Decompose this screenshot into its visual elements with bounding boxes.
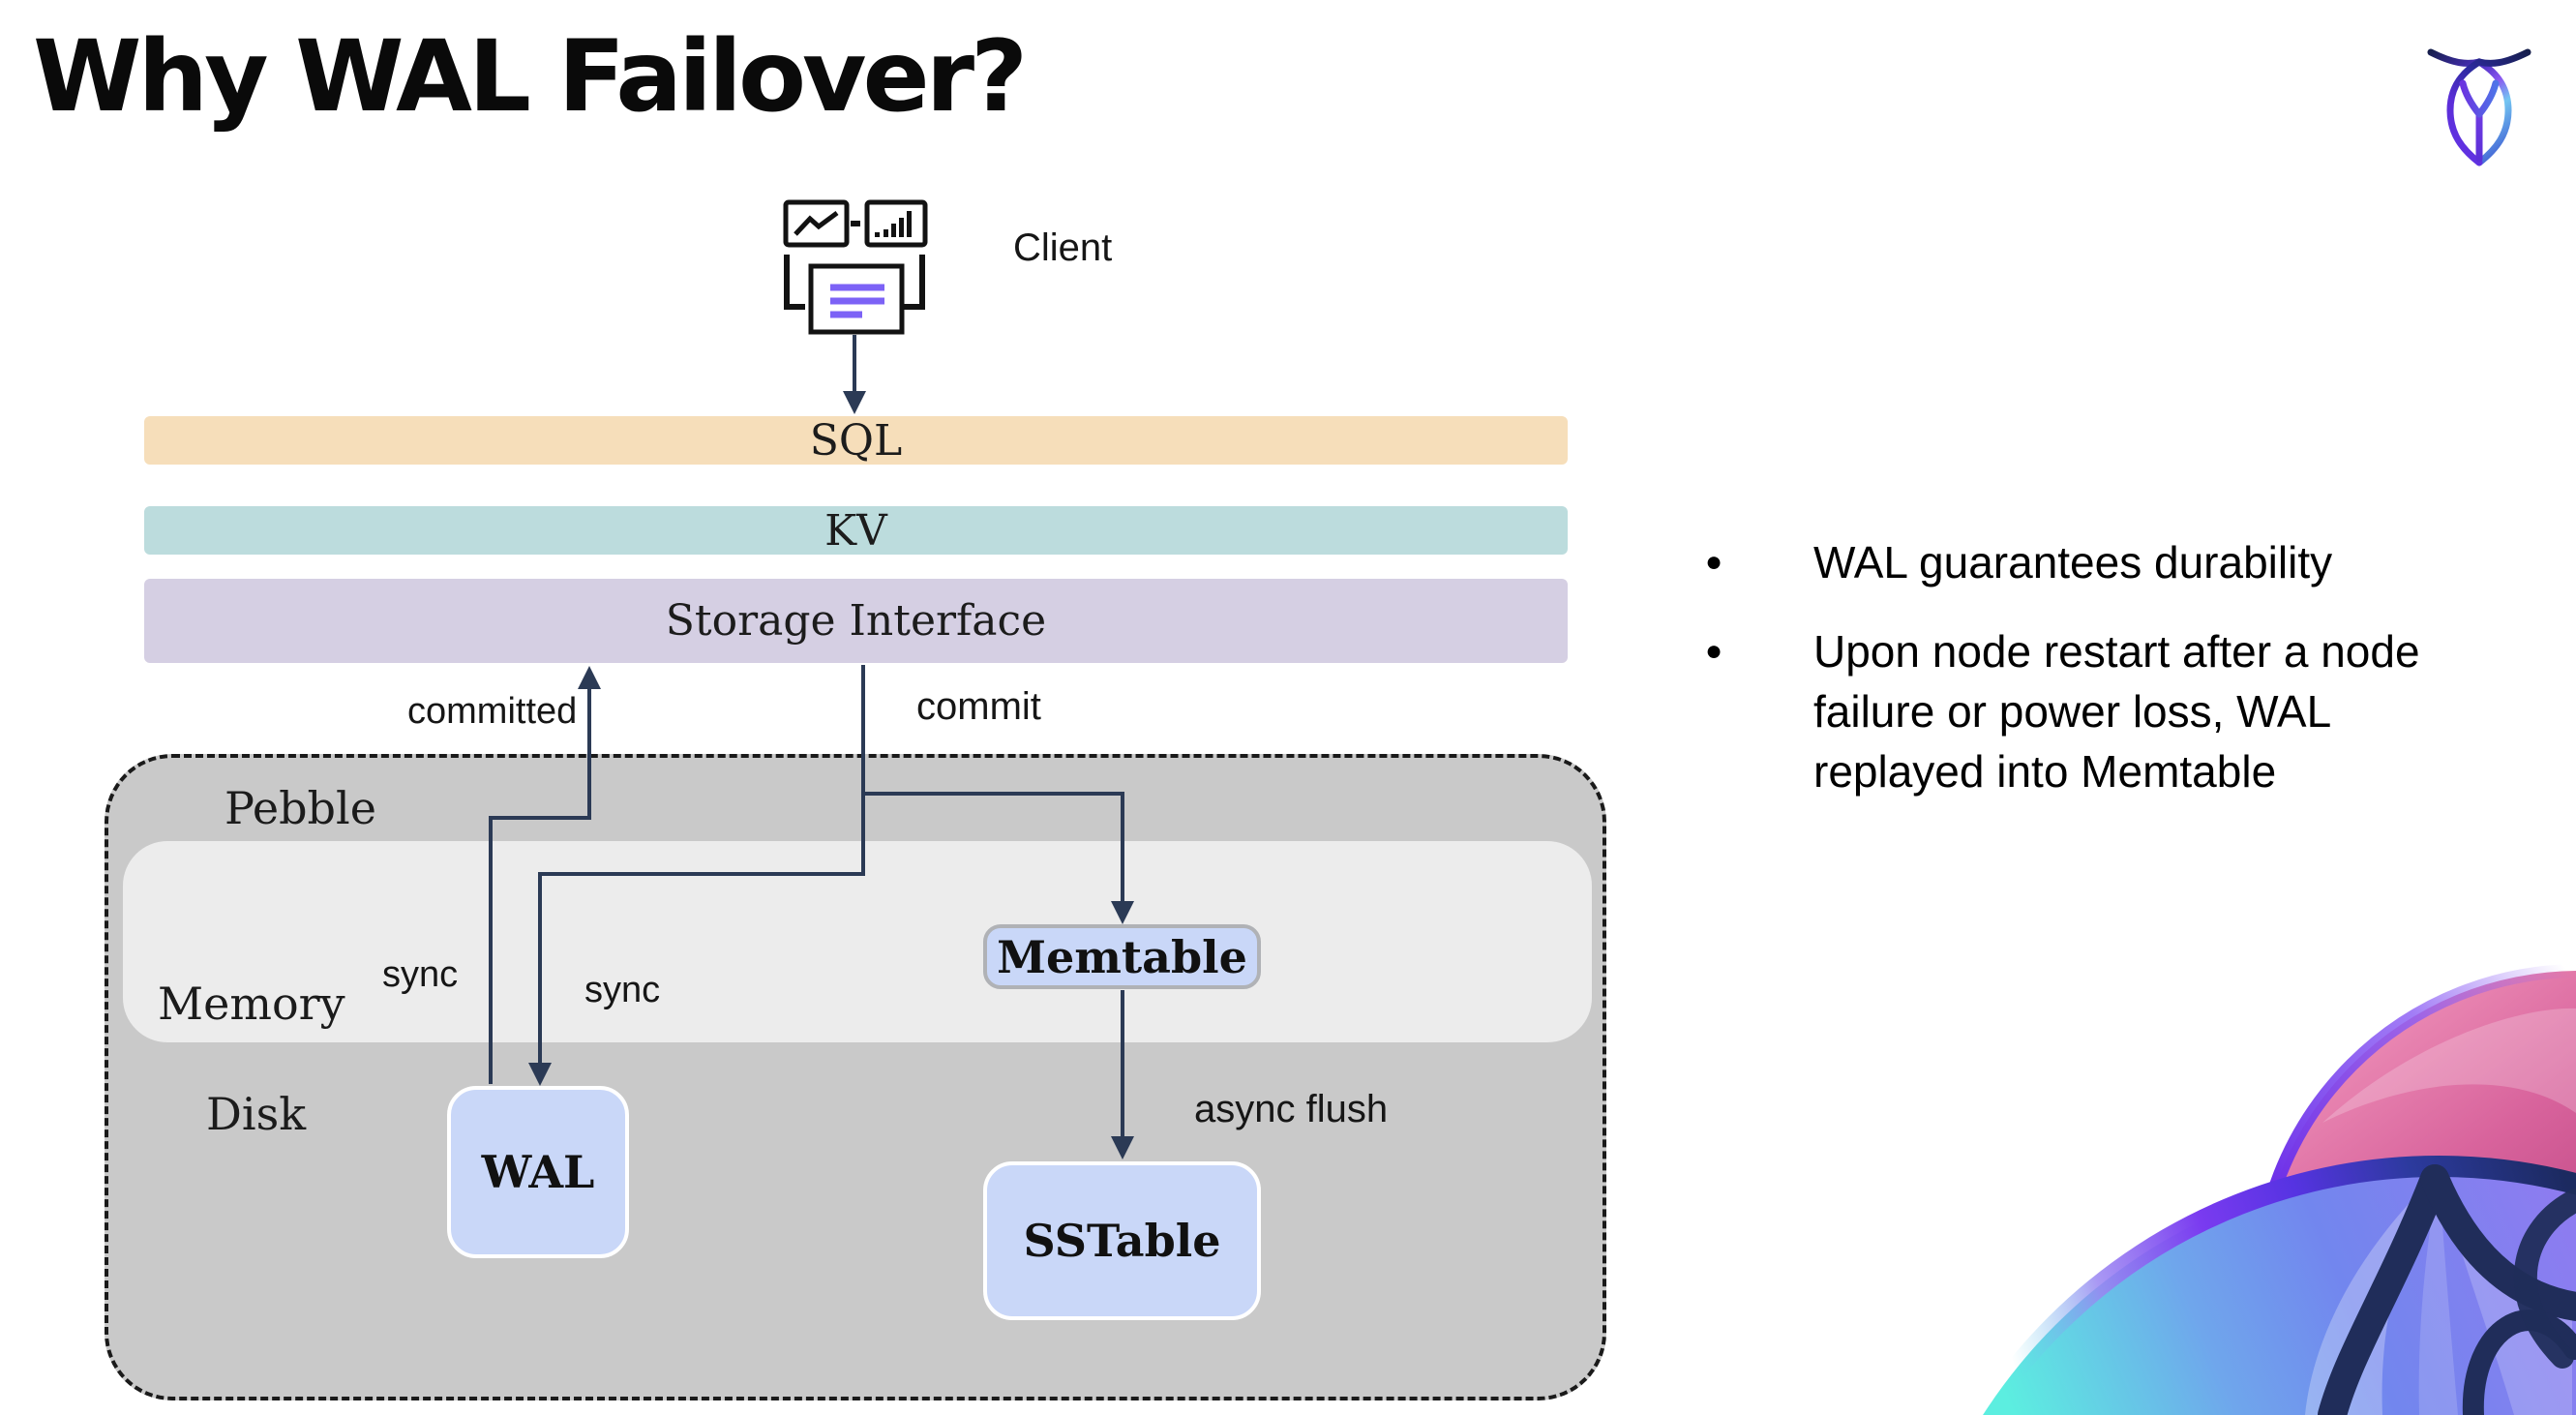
list-item: ● Upon node restart after a node failure… (1705, 621, 2537, 801)
memory-label: Memory (158, 978, 345, 1030)
sstable-box: SSTable (983, 1161, 1261, 1320)
sql-layer-bar: SQL (144, 415, 1568, 466)
kv-layer-bar: KV (144, 505, 1568, 556)
sync-left-edge-label: sync (382, 954, 459, 995)
pebble-label: Pebble (225, 782, 376, 834)
document-icon (808, 263, 905, 335)
storage-interface-layer-bar: Storage Interface (144, 579, 1568, 663)
commit-edge-label: commit (916, 685, 1041, 728)
committed-edge-label: committed (407, 691, 578, 732)
wal-label: WAL (481, 1146, 595, 1198)
list-item: ● WAL guarantees durability (1705, 532, 2537, 592)
memtable-label: Memtable (997, 930, 1247, 983)
wal-box: WAL (447, 1086, 629, 1258)
sync-right-edge-label: sync (584, 970, 661, 1010)
left-bracket-icon (784, 255, 805, 310)
disk-label: Disk (206, 1088, 307, 1140)
bullet-dot-icon: ● (1705, 635, 1723, 667)
sstable-label: SSTable (1023, 1215, 1221, 1267)
right-bracket-icon (904, 255, 925, 310)
notes-list: ● WAL guarantees durability ● Upon node … (1705, 532, 2537, 830)
kv-layer-label: KV (824, 505, 887, 556)
storage-interface-label: Storage Interface (665, 596, 1047, 646)
client-devices-icon (783, 199, 928, 335)
cockroach-sphere-graphic (1974, 964, 2576, 1415)
sql-layer-label: SQL (809, 415, 903, 466)
page-title: Why WAL Failover? (33, 19, 1028, 135)
bullet-dot-icon: ● (1705, 546, 1723, 578)
client-label: Client (1013, 226, 1113, 269)
cockroachdb-logo-icon (2427, 48, 2531, 166)
memtable-box: Memtable (983, 924, 1261, 989)
bullet-text: Upon node restart after a node failure o… (1813, 626, 2420, 797)
bar-chart-monitor-icon (864, 199, 928, 248)
bullet-text: WAL guarantees durability (1813, 537, 2333, 587)
line-chart-monitor-icon (783, 199, 850, 248)
async-flush-edge-label: async flush (1194, 1088, 1389, 1130)
